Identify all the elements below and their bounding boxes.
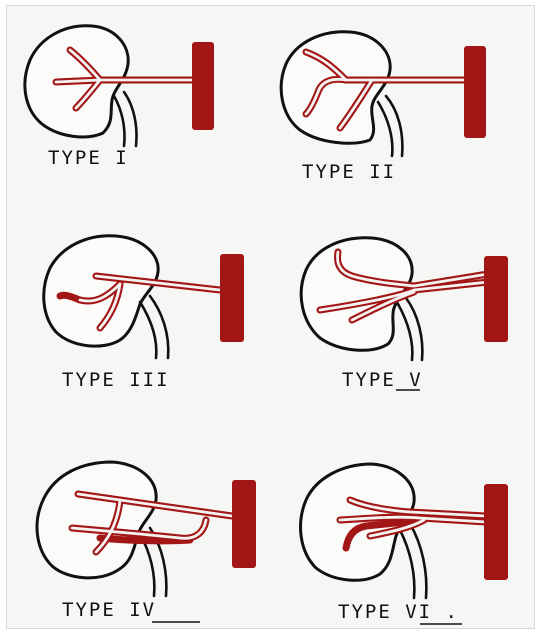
- panel-label: TYPE V: [342, 369, 423, 391]
- panel-label: TYPE II: [302, 161, 396, 183]
- inferior-vena-cava: [484, 256, 508, 342]
- panel-type-1: TYPE I: [25, 26, 214, 169]
- panel-type-3: TYPE III: [44, 236, 244, 391]
- inferior-vena-cava: [192, 42, 214, 130]
- panel-label: TYPE VI .: [338, 601, 459, 623]
- panel-label: TYPE IV: [62, 599, 156, 621]
- ureter: [398, 304, 412, 360]
- inferior-vena-cava: [220, 254, 244, 342]
- inferior-vena-cava: [464, 46, 486, 138]
- panel-type-5: TYPE V: [301, 238, 508, 391]
- panel-label: TYPE III: [62, 369, 170, 391]
- ureter: [114, 96, 125, 146]
- inferior-vena-cava: [232, 480, 256, 568]
- ureter: [140, 302, 156, 358]
- ureter-inner: [124, 92, 137, 146]
- panel-type-6: TYPE VI .: [301, 464, 508, 624]
- ureter: [378, 102, 392, 156]
- panel-type-2: TYPE II: [281, 32, 486, 183]
- inferior-vena-cava: [484, 484, 508, 580]
- kidney-outline: [37, 462, 156, 578]
- panel-label: TYPE I: [48, 147, 129, 169]
- ureter: [400, 530, 414, 598]
- panel-type-4: TYPE IV: [37, 462, 256, 622]
- kidney-outline: [281, 32, 390, 143]
